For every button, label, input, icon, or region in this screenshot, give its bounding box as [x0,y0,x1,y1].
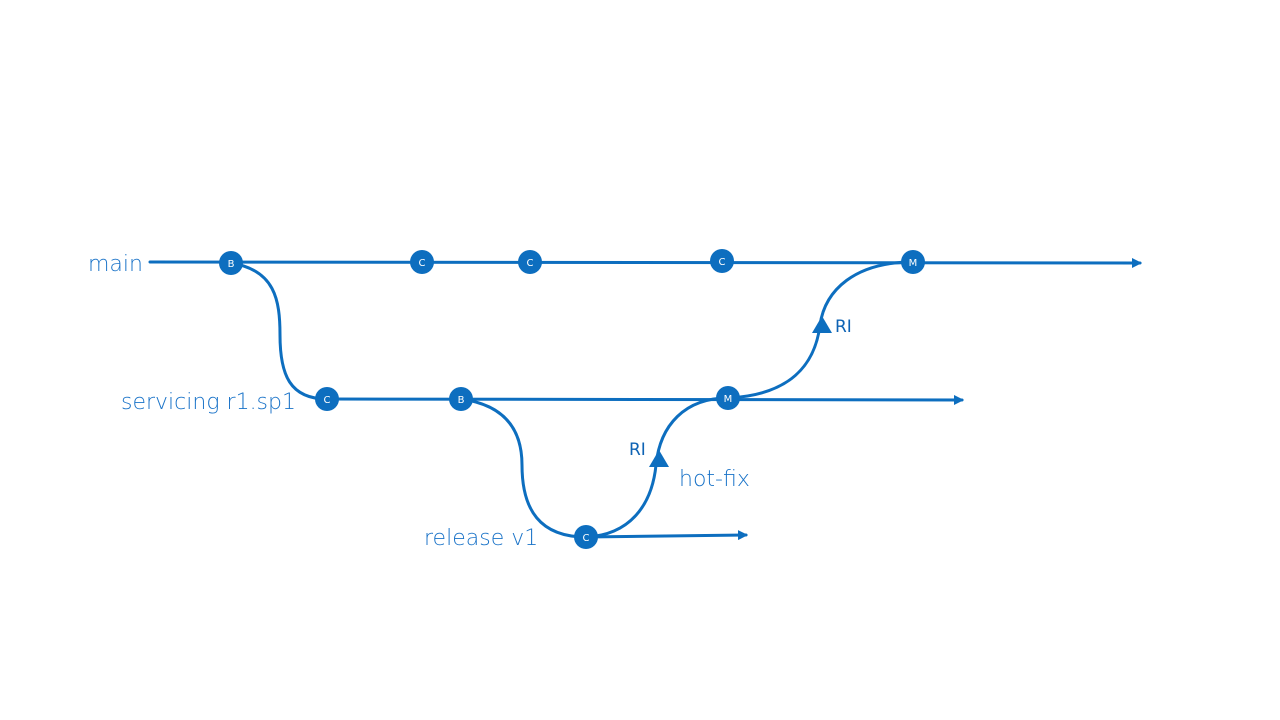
release-branch-line [584,530,748,541]
servicing-merge-node: M [716,386,740,410]
main-branch-node: B [219,251,243,275]
svg-text:C: C [419,258,426,269]
main-merge-node: M [901,250,925,274]
svg-text:B: B [228,259,235,270]
svg-text:M: M [724,394,733,405]
main-commit-node-2: C [518,250,542,274]
ri-arrow-upper-icon [812,316,832,333]
hotfix-label: hot-fix [679,467,750,492]
branch-curve-main-to-servicing [229,261,329,401]
svg-text:M: M [909,258,918,269]
release-branch-label: release v1 [424,526,538,551]
servicing-branch-label: servicing r1.sp1 [121,390,296,415]
main-commit-node-3: C [710,249,734,273]
ri-arrow-lower-icon [649,450,669,467]
main-branch-label: main [88,252,143,277]
svg-text:C: C [324,395,331,406]
ri-lower-label: RI [629,440,646,460]
svg-text:C: C [583,533,590,544]
release-commit-node: C [574,525,598,549]
ri-upper-label: RI [835,317,852,337]
main-branch-line [148,257,1142,268]
main-commit-node-1: C [410,250,434,274]
servicing-commit-node: C [315,387,339,411]
servicing-branch-line [325,394,964,405]
branch-curve-servicing-to-release [459,397,588,539]
servicing-branch-node: B [449,387,473,411]
svg-text:C: C [719,257,726,268]
svg-text:C: C [527,258,534,269]
svg-text:B: B [458,395,465,406]
